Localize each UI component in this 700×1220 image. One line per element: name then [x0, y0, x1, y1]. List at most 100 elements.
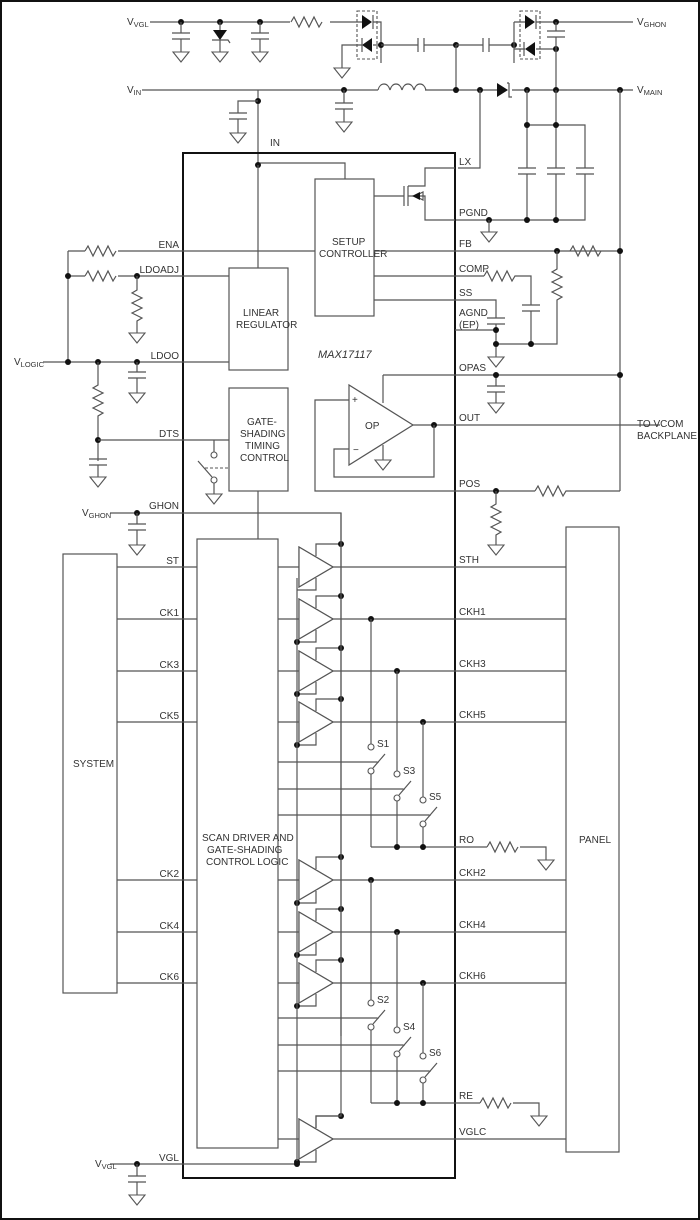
junction: [394, 1100, 400, 1106]
buffer-triangle: [298, 700, 335, 744]
buffer-triangle: [298, 961, 335, 1005]
buffer-ground: [297, 682, 317, 695]
svg-text:CKH4: CKH4: [459, 920, 486, 931]
svg-text:CONTROL: CONTROL: [240, 453, 289, 464]
buffer-triangle: [298, 1117, 335, 1161]
buffer-triangle: [298, 597, 335, 641]
system-block: [62, 553, 118, 994]
vlogic-label: VLOGIC: [14, 357, 45, 369]
junction: [394, 844, 400, 850]
svg-text:TIMING: TIMING: [245, 441, 280, 452]
switch-contact: [367, 1023, 375, 1031]
buffer-ground: [297, 994, 317, 1007]
vvgl-bottom-label: VVGL: [95, 1159, 117, 1171]
svg-text:COMP: COMP: [459, 264, 489, 275]
buffer-ground: [297, 630, 317, 643]
svg-text:PANEL: PANEL: [579, 835, 611, 846]
switch-contact: [393, 770, 401, 778]
boost-converter: [142, 45, 633, 491]
buffer-supply: [315, 543, 341, 556]
svg-text:CKH6: CKH6: [459, 971, 486, 982]
svg-text:(EP): (EP): [459, 320, 479, 331]
svg-text:SS: SS: [459, 288, 473, 299]
switch-label: S6: [429, 1048, 442, 1059]
buffer-ground: [297, 943, 317, 956]
svg-text:SHADING: SHADING: [240, 429, 286, 440]
vin-label: VIN: [127, 85, 141, 97]
switch-label: S4: [403, 1022, 416, 1033]
vghon-left-label: VGHON: [82, 508, 111, 520]
buffer-group: [278, 513, 566, 1165]
switch-group: [278, 616, 438, 1106]
switch-label: S1: [377, 739, 390, 750]
vmain-label: VMAIN: [637, 85, 662, 97]
svg-text:VGLC: VGLC: [459, 1127, 486, 1138]
switch-blade: [424, 806, 438, 822]
svg-text:CKH5: CKH5: [459, 710, 486, 721]
svg-text:POS: POS: [459, 479, 480, 490]
linear-regulator-block: [228, 267, 289, 371]
svg-text:CKH2: CKH2: [459, 868, 486, 879]
switch-contact: [393, 1050, 401, 1058]
ic-outline: [182, 152, 456, 1179]
switch-blade: [372, 753, 386, 769]
switch-contact: [367, 999, 375, 1007]
svg-text:STH: STH: [459, 555, 479, 566]
switch-blade: [398, 1036, 412, 1052]
junction: [420, 844, 426, 850]
dual-diode-box: [356, 10, 378, 60]
schottky-diode: [497, 83, 508, 97]
svg-text:CK2: CK2: [160, 869, 180, 880]
buffer-triangle: [298, 545, 335, 589]
svg-text:SETUP: SETUP: [332, 237, 366, 248]
svg-text:GHON: GHON: [149, 501, 179, 512]
svg-text:CK3: CK3: [160, 660, 180, 671]
svg-text:RE: RE: [459, 1091, 473, 1102]
svg-text:ENA: ENA: [158, 240, 179, 251]
buffer-supply: [315, 1115, 341, 1128]
svg-text:DTS: DTS: [159, 429, 179, 440]
vgl-resistor: [290, 15, 323, 29]
switch-label: S3: [403, 766, 416, 777]
buffer-ground: [297, 891, 317, 904]
buffer-supply: [315, 856, 341, 869]
switch-label: S2: [377, 995, 390, 1006]
vvgl-label: VVGL: [127, 17, 149, 29]
buffer-supply: [315, 959, 341, 972]
switch-contact: [367, 743, 375, 751]
svg-text:VGL: VGL: [159, 1153, 179, 1164]
zener-diode: [213, 30, 227, 40]
setup-controller-block: [314, 178, 375, 317]
svg-text:ST: ST: [166, 556, 179, 567]
svg-text:FB: FB: [459, 239, 472, 250]
part-number: MAX17117: [318, 349, 372, 361]
svg-text:OP: OP: [365, 421, 380, 432]
switch-label: S5: [429, 792, 442, 803]
switch-contact: [367, 767, 375, 775]
svg-text:OPAS: OPAS: [459, 363, 486, 374]
buffer-triangle: [298, 858, 335, 902]
svg-text:AGND: AGND: [459, 308, 488, 319]
switch-blade: [372, 1009, 386, 1025]
switch-contact: [393, 1026, 401, 1034]
svg-text:CK4: CK4: [160, 921, 180, 932]
gate-shading-block: [228, 387, 289, 492]
svg-text:IN: IN: [270, 138, 280, 149]
buffer-supply: [315, 595, 341, 608]
svg-text:CKH1: CKH1: [459, 607, 486, 618]
scan-driver-block: [196, 538, 279, 1149]
svg-text:RO: RO: [459, 835, 474, 846]
svg-text:SCAN DRIVER AND: SCAN DRIVER AND: [202, 833, 294, 844]
svg-text:CONTROLLER: CONTROLLER: [319, 249, 387, 260]
svg-text:LX: LX: [459, 157, 472, 168]
svg-text:PGND: PGND: [459, 208, 488, 219]
svg-text:GATE-: GATE-: [247, 417, 277, 428]
svg-text:CK1: CK1: [160, 608, 180, 619]
switch-contact: [419, 1052, 427, 1060]
buffer-triangle: [298, 910, 335, 954]
svg-text:CONTROL LOGIC: CONTROL LOGIC: [206, 857, 288, 868]
switch-contact: [419, 796, 427, 804]
ghon-bus: [315, 513, 342, 1128]
